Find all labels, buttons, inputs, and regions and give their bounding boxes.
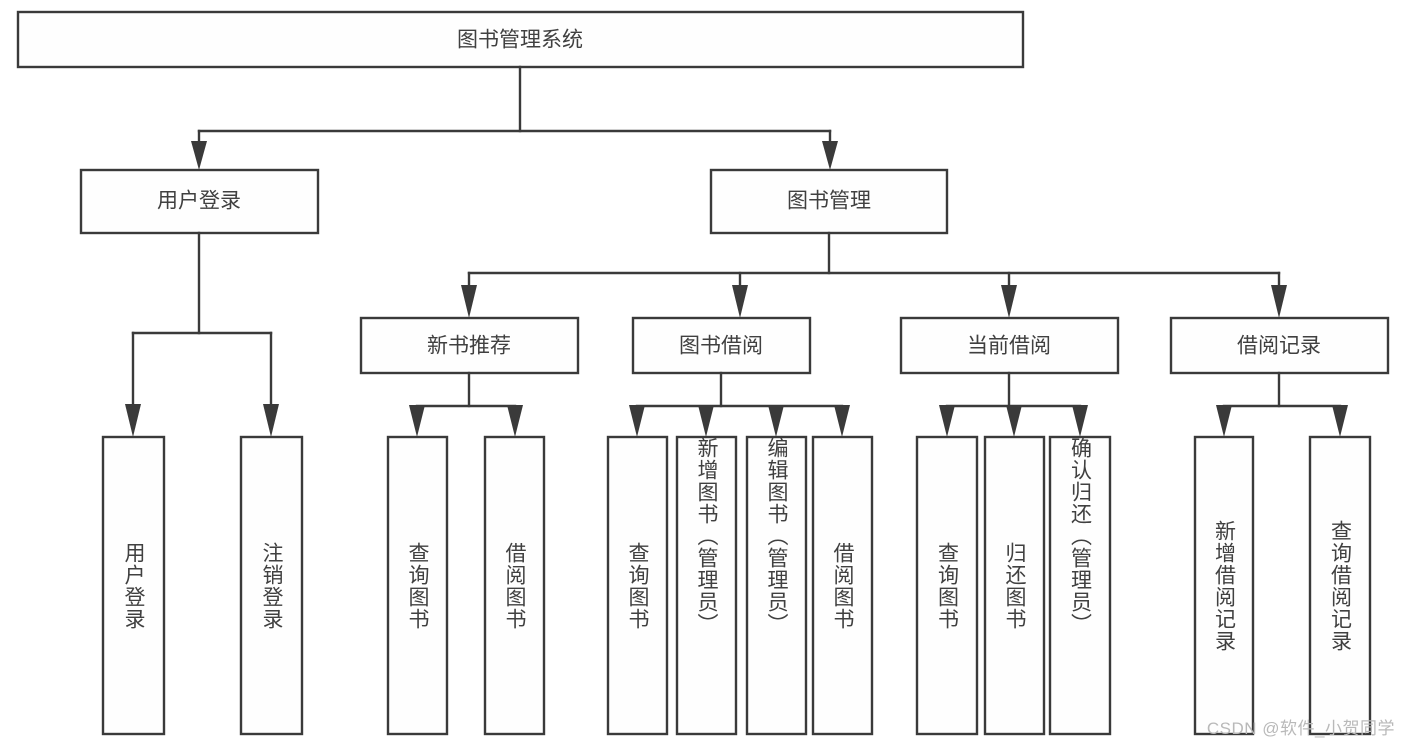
node-user-login-label: 用户登录 [157,190,241,213]
leaf-box-book-borrow-1[interactable] [606,435,669,736]
leaf-box-current-borrow-2[interactable] [983,435,1046,736]
arrow-to-leaf-current-borrow-2 [1006,405,1022,437]
node-root-label: 图书管理系统 [457,29,583,52]
arrow-to-leaf-current-borrow-1 [939,405,955,437]
leaf-box-book-borrow-3[interactable] [745,435,808,736]
node-current-borrow-box[interactable] [899,316,1120,375]
arrow-to-leaf-book-borrow-2 [698,405,714,437]
arrow-to-leaf-user-login-2 [263,404,279,437]
node-root-box[interactable] [16,10,1025,69]
arrow-to-leaf-borrow-record-2 [1332,405,1348,437]
arrow-to-user-login [191,141,207,170]
node-book-manage-box[interactable] [709,168,949,235]
node-book-manage-label: 图书管理 [787,190,871,213]
leaf-box-current-borrow-1[interactable] [915,435,979,736]
leaf-box-user-login-2[interactable] [239,435,304,736]
arrow-to-borrow-record [1271,285,1287,318]
node-borrow-record-label: 借阅记录 [1237,335,1321,358]
leaf-box-current-borrow-3[interactable] [1048,435,1112,736]
node-new-book-recommend[interactable]: 新书推荐 [359,316,580,375]
node-new-book-recommend-box[interactable] [359,316,580,375]
arrow-to-current-borrow [1001,285,1017,318]
node-borrow-record-box[interactable] [1169,316,1390,375]
node-borrow-record[interactable]: 借阅记录 [1169,316,1390,375]
node-current-borrow[interactable]: 当前借阅 [899,316,1120,375]
arrow-to-leaf-book-borrow-3 [768,405,784,437]
leaf-box-new-book-2[interactable] [483,435,546,736]
node-new-book-recommend-label: 新书推荐 [427,335,511,358]
leaf-box-borrow-record-2[interactable] [1308,435,1372,736]
node-book-borrow-box[interactable] [631,316,812,375]
node-current-borrow-label: 当前借阅 [967,335,1051,358]
node-book-manage[interactable]: 图书管理 [709,168,949,235]
arrow-to-leaf-borrow-record-1 [1216,405,1232,437]
node-book-borrow-label: 图书借阅 [679,335,763,358]
arrow-to-leaf-current-borrow-3 [1072,405,1088,437]
leaf-box-borrow-record-1[interactable] [1193,435,1255,736]
arrow-to-leaf-new-book-2 [507,405,523,437]
node-user-login[interactable]: 用户登录 [79,168,320,235]
arrow-to-leaf-user-login-1 [125,404,141,437]
arrow-to-book-borrow [732,285,748,318]
arrow-to-leaf-new-book-1 [409,405,425,437]
node-root[interactable]: 图书管理系统 [16,10,1025,69]
arrow-to-leaf-book-borrow-4 [834,405,850,437]
leaf-box-user-login-1[interactable] [101,435,166,736]
leaf-box-book-borrow-2[interactable] [675,435,738,736]
arrow-to-book-manage [822,141,838,170]
leaf-box-book-borrow-4[interactable] [811,435,874,736]
arrow-to-leaf-book-borrow-1 [629,405,645,437]
leaf-box-new-book-1[interactable] [386,435,449,736]
arrow-to-new-book-recommend [461,285,477,318]
node-book-borrow[interactable]: 图书借阅 [631,316,812,375]
csdn-watermark: CSDN @软件_小贺同学 [1206,719,1395,738]
